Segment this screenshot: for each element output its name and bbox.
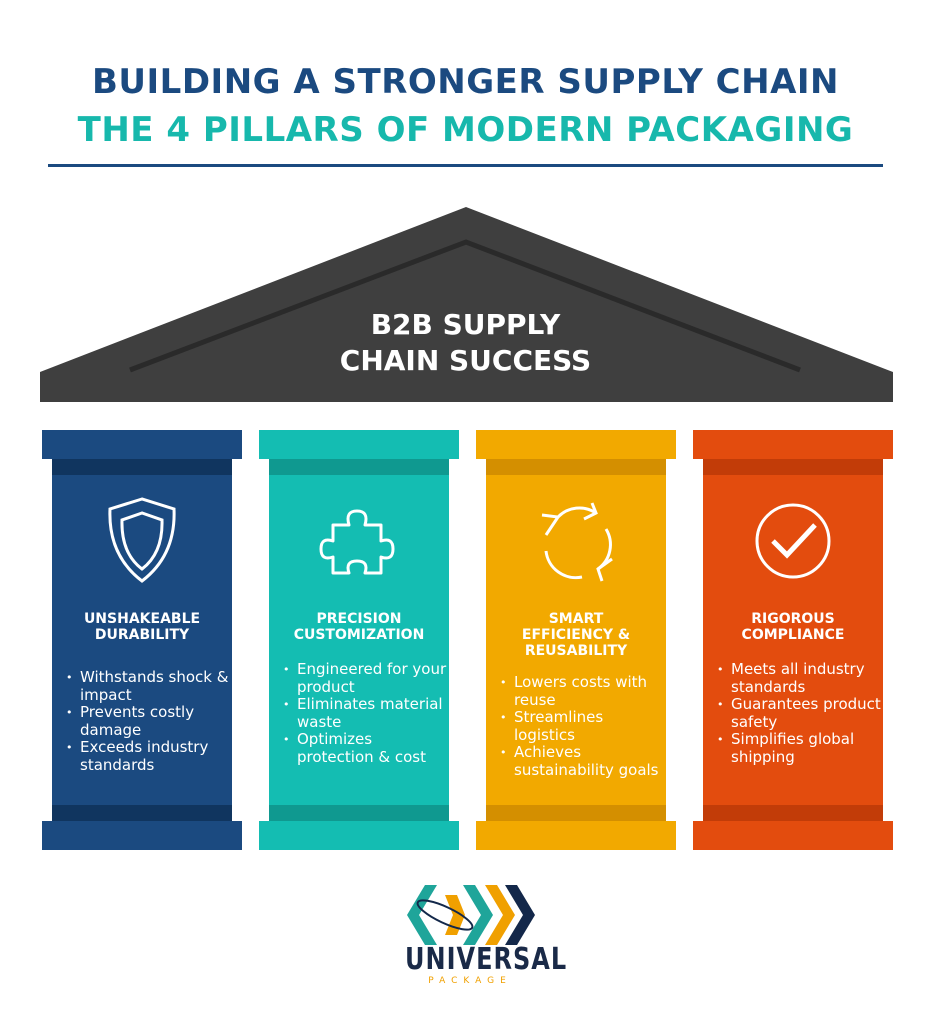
pillar-cap [259,430,459,459]
pillar-cap [42,430,242,459]
pillar-base [259,821,459,850]
pillar-cap [476,430,676,459]
pillar-title: RIGOROUS COMPLIANCE [741,611,845,643]
pillar-band [52,805,232,821]
bullet: Withstands shock & impact [66,668,232,704]
bullet: Lowers costs with reuse [500,673,666,709]
title-divider [48,164,883,167]
bullet: Simplifies global shipping [717,730,883,766]
pillar-shaft: SMART EFFICIENCY & REUSABILITY Lowers co… [486,459,666,821]
pillar-band [269,459,449,475]
roof-title-line-2: CHAIN SUCCESS [339,344,592,377]
pillar-band [486,459,666,475]
pillar-shaft: PRECISION CUSTOMIZATION Engineered for y… [269,459,449,821]
puzzle-icon [319,509,395,575]
bullet: Meets all industry standards [717,660,883,696]
pillar-shaft: RIGOROUS COMPLIANCE Meets all industry s… [703,459,883,821]
recycle-arrows-icon [541,502,613,582]
pillar-durability: UNSHAKEABLE DURABILITY Withstands shock … [42,430,242,850]
pillar-title: SMART EFFICIENCY & REUSABILITY [521,611,631,659]
pillar-title: UNSHAKEABLE DURABILITY [83,611,201,643]
bullet-list: Withstands shock & impact Prevents costl… [66,668,232,774]
bullet: Prevents costly damage [66,703,232,739]
pillar-base [42,821,242,850]
pillar-efficiency: SMART EFFICIENCY & REUSABILITY Lowers co… [476,430,676,850]
pillar-band [269,805,449,821]
roof-title: B2B SUPPLY CHAIN SUCCESS [0,307,931,379]
title-line-1: BUILDING A STRONGER SUPPLY CHAIN [91,62,840,102]
bullet-list: Lowers costs with reuse Streamlines logi… [500,673,666,779]
bullet: Eliminates material waste [283,695,449,731]
pillar-customization: PRECISION CUSTOMIZATION Engineered for y… [259,430,459,850]
pillar-compliance: RIGOROUS COMPLIANCE Meets all industry s… [693,430,893,850]
checkmark-circle-icon [755,503,831,579]
bullet-list: Meets all industry standards Guarantees … [717,660,883,766]
pillar-base [693,821,893,850]
title-line-2: THE 4 PILLARS OF MODERN PACKAGING [77,110,854,150]
bullet: Optimizes protection & cost [283,730,449,766]
roof [40,207,893,402]
logo-mark-icon [407,885,535,945]
pillar-shaft: UNSHAKEABLE DURABILITY Withstands shock … [52,459,232,821]
pillar-base [476,821,676,850]
bullet: Guarantees product safety [717,695,883,731]
pillar-title: PRECISION CUSTOMIZATION [293,611,425,643]
bullet: Engineered for your product [283,660,449,696]
bullet: Achieves sustainability goals [500,743,666,779]
universal-package-logo: UNIVERSAL PACKAGE [405,880,568,990]
pillar-band [703,805,883,821]
shield-icon [108,497,176,583]
pillar-band [52,459,232,475]
logo-name: UNIVERSAL [405,941,568,977]
pillar-cap [693,430,893,459]
bullet: Exceeds industry standards [66,738,232,774]
logo-subname: PACKAGE [428,976,512,986]
bullet: Streamlines logistics [500,708,666,744]
pillar-band [486,805,666,821]
roof-title-line-1: B2B SUPPLY [370,308,561,341]
pillar-band [703,459,883,475]
bullet-list: Engineered for your product Eliminates m… [283,660,449,766]
